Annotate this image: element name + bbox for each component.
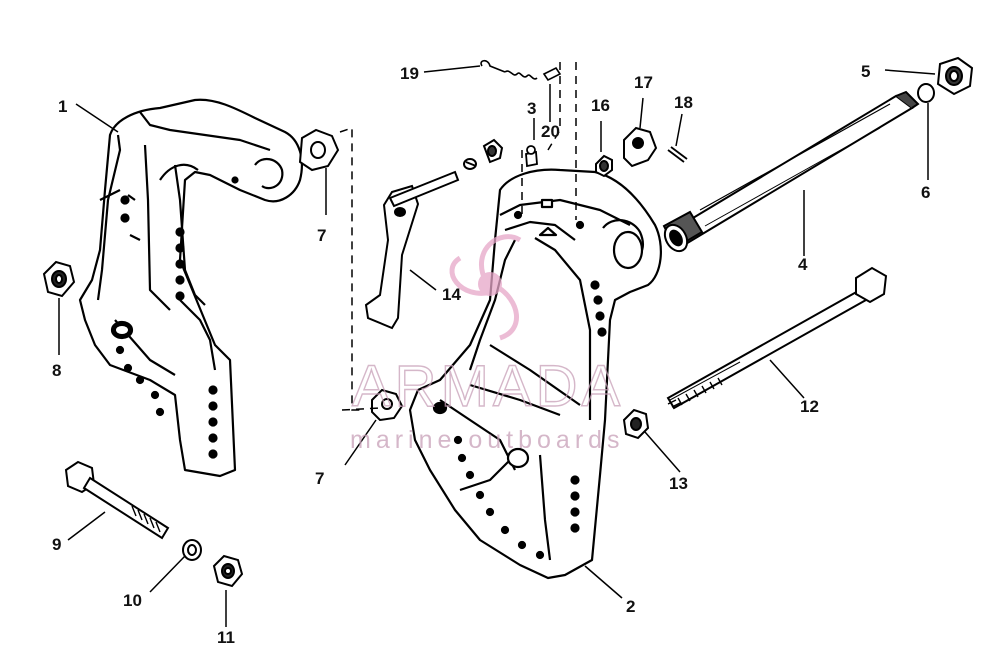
callout-5: 5 — [861, 62, 870, 81]
watermark-brand: ARMADA — [352, 354, 624, 419]
bushing-16 — [595, 154, 613, 178]
callout-11: 11 — [217, 628, 235, 647]
callout-9: 9 — [52, 535, 61, 554]
callout-13: 13 — [669, 474, 688, 493]
tab-washer-lower — [371, 388, 404, 422]
pin-20 — [542, 66, 562, 82]
spring-19 — [480, 59, 538, 80]
nut-11 — [212, 554, 244, 588]
nut-8 — [42, 260, 76, 298]
callout-6: 6 — [921, 183, 930, 202]
tab-washer-upper — [298, 128, 340, 172]
through-bolt — [666, 266, 888, 410]
callout-20: 20 — [541, 122, 560, 141]
clamp-bracket-right — [408, 168, 662, 580]
callout-labels: 1 2 3 4 5 6 7 7 8 9 10 11 12 13 14 16 17… — [52, 62, 930, 647]
callout-2: 2 — [626, 597, 635, 616]
spring-washer — [463, 158, 477, 170]
cotter-pin-18 — [667, 146, 688, 163]
callout-4: 4 — [798, 255, 808, 274]
tilt-tube-nut — [936, 56, 974, 96]
grease-fitting — [525, 145, 538, 168]
watermark-logo: ARMADA marine outboards — [350, 234, 625, 454]
callout-7-upper: 7 — [317, 226, 326, 245]
callout-1: 1 — [58, 97, 67, 116]
callout-16: 16 — [591, 96, 610, 115]
bushing-small — [482, 138, 504, 164]
bolt-nut — [622, 408, 650, 440]
assembly-lines — [339, 62, 577, 411]
tilt-tube-washer — [917, 83, 935, 103]
callout-10: 10 — [123, 591, 142, 610]
callout-3: 3 — [527, 99, 536, 118]
callout-19: 19 — [400, 64, 419, 83]
washer-10 — [182, 539, 202, 561]
propeller-logo-icon — [449, 234, 522, 341]
tilt-lever — [364, 170, 460, 330]
bolt-9 — [64, 460, 170, 540]
tilt-pin-lock-17 — [623, 126, 658, 168]
callout-18: 18 — [674, 93, 693, 112]
leader-lines — [58, 65, 936, 627]
callout-14: 14 — [442, 285, 461, 304]
callout-12: 12 — [800, 397, 819, 416]
clamp-bracket-left — [78, 98, 303, 478]
watermark-tagline: marine outboards — [350, 426, 625, 454]
callout-17: 17 — [634, 73, 653, 92]
tilt-tube — [662, 90, 920, 253]
callout-7-lower: 7 — [315, 469, 324, 488]
callout-8: 8 — [52, 361, 61, 380]
